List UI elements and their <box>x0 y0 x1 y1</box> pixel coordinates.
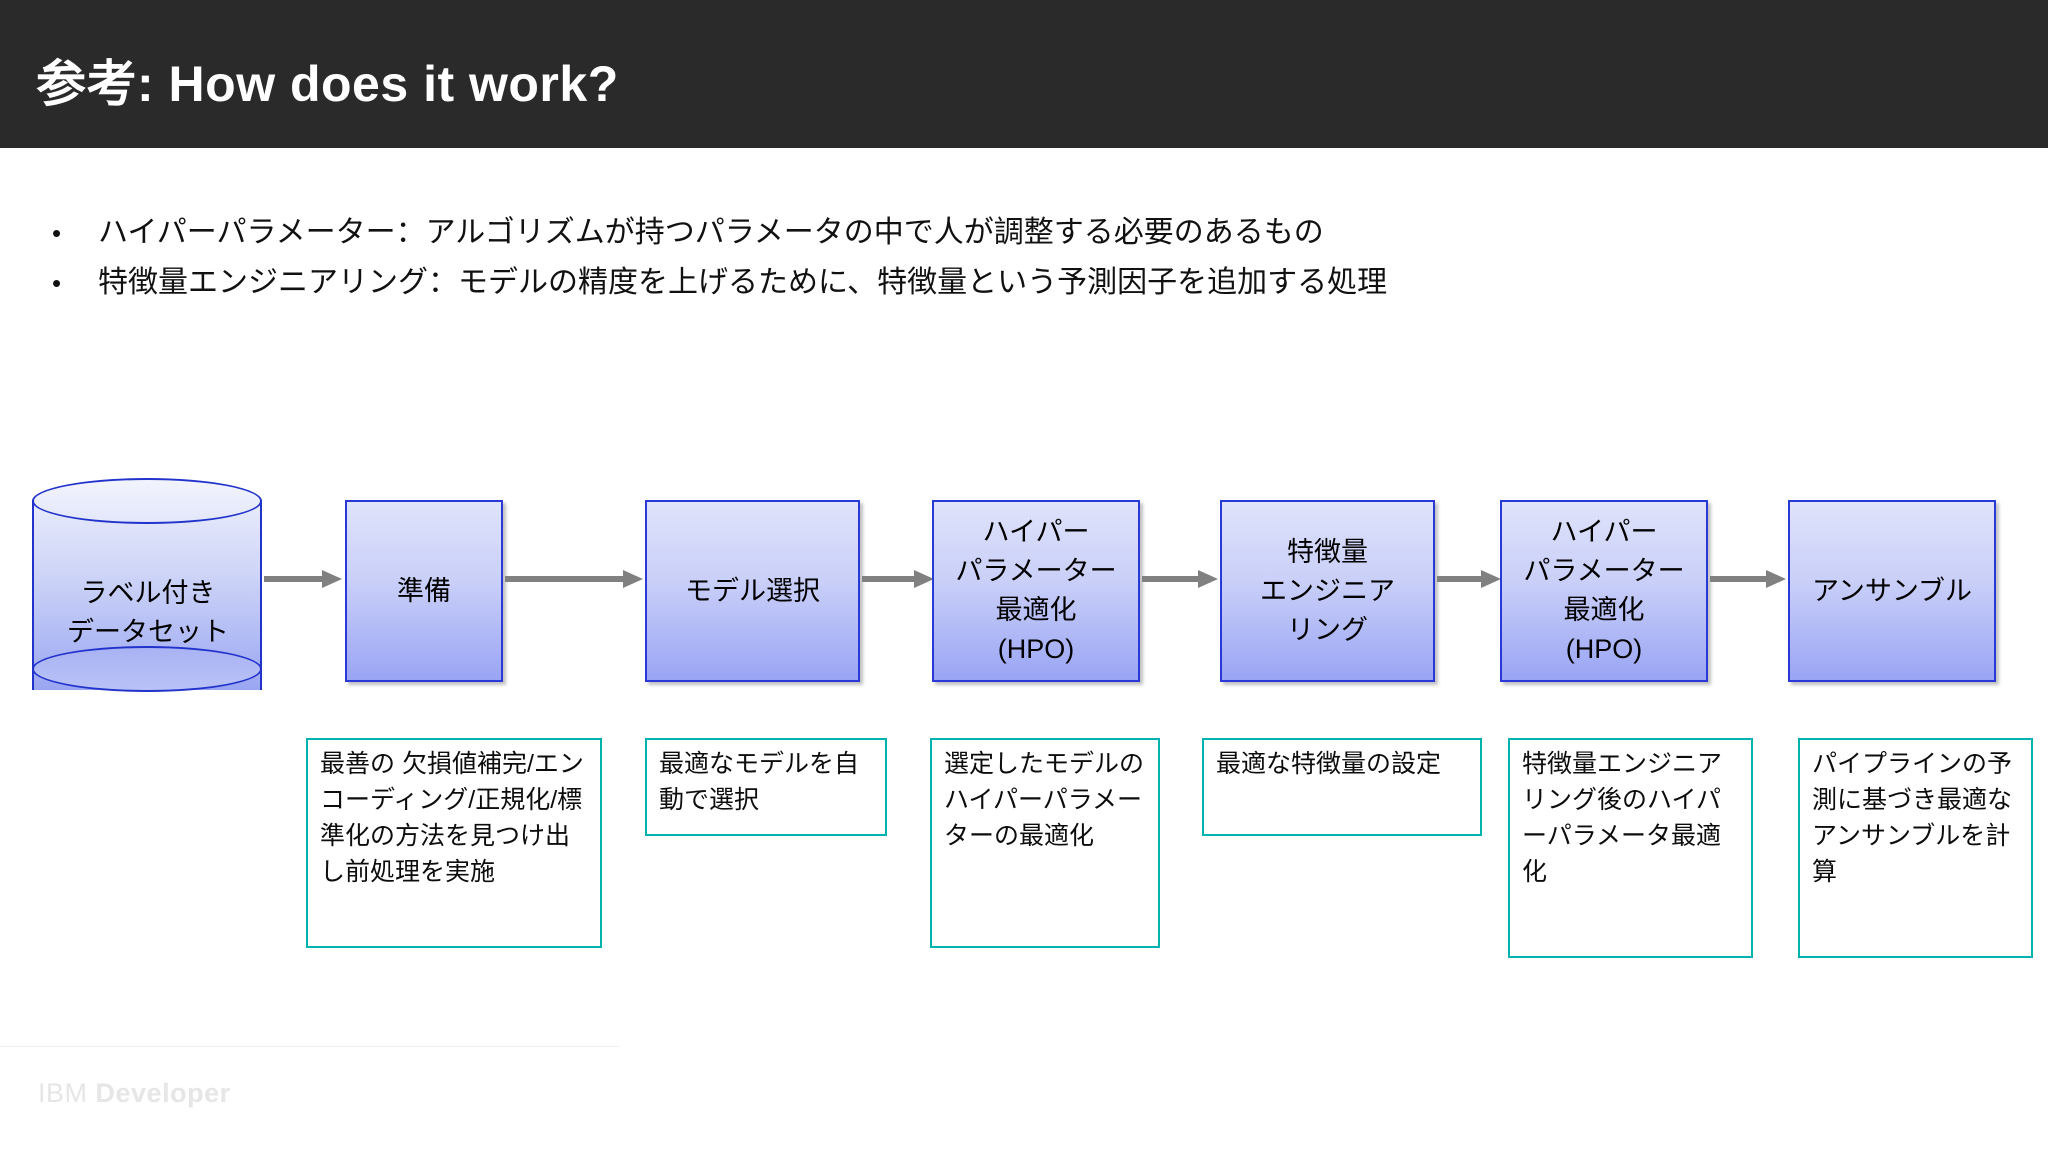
logo-developer-text: Developer <box>95 1078 231 1108</box>
step-box-hpo-2[interactable]: ハイパー パラメーター 最適化 (HPO) <box>1500 500 1708 682</box>
step-label: 特徴量 エンジニア リング <box>1260 536 1395 645</box>
step-label: ハイパー パラメーター 最適化 (HPO) <box>955 517 1117 664</box>
annotation-text: 選定したモデルのハイパーパラメーターの最適化 <box>944 750 1145 850</box>
footer-divider <box>0 1046 620 1047</box>
bullet-marker-icon: • <box>52 218 62 248</box>
annotation-box-feature-engineering: 最適な特徴量の設定 <box>1202 738 1482 836</box>
bullet-marker-icon: • <box>52 268 62 298</box>
flow-arrow <box>1437 570 1501 588</box>
annotation-text: 最適な特徴量の設定 <box>1216 750 1442 778</box>
cylinder-bottom-ellipse <box>32 646 262 692</box>
step-box-hpo-1[interactable]: ハイパー パラメーター 最適化 (HPO) <box>932 500 1140 682</box>
flow-arrow <box>862 570 934 588</box>
ibm-developer-logo: IBM Developer <box>38 1078 231 1109</box>
annotation-text: 最善の 欠損値補完/エンコーディング/正規化/標準化の方法を見つけ出し前処理を実… <box>320 750 584 886</box>
annotation-box-model-selection: 最適なモデルを自動で選択 <box>645 738 887 836</box>
bullet-text: ハイパーパラメーター：アルゴリズムが持つパラメータの中で人が調整する必要のあるも… <box>98 216 1324 249</box>
flow-arrow <box>264 570 342 588</box>
datastore-label: ラベル付き データセット <box>67 578 229 647</box>
annotation-box-hpo-2: 特徴量エンジニアリング後のハイパーパラメータ最適化 <box>1508 738 1753 958</box>
step-label: ハイパー パラメーター 最適化 (HPO) <box>1523 517 1685 664</box>
step-label: モデル選択 <box>685 575 820 606</box>
logo-ibm-text: IBM <box>38 1078 88 1108</box>
header-bar <box>0 0 2048 148</box>
bullet-item: • 特徴量エンジニアリング：モデルの精度を上げるために、特徴量という予測因子を追… <box>52 258 1952 308</box>
step-box-ensemble[interactable]: アンサンブル <box>1788 500 1996 682</box>
annotation-text: 最適なモデルを自動で選択 <box>659 750 860 814</box>
bullet-item: • ハイパーパラメーター：アルゴリズムが持つパラメータの中で人が調整する必要のあ… <box>52 208 1952 258</box>
page-title: 参考: How does it work? <box>36 56 619 112</box>
labeled-dataset-cylinder: ラベル付き データセット <box>32 478 264 712</box>
cylinder-top-ellipse <box>32 478 262 524</box>
annotation-text: パイプラインの予測に基づき最適なアンサンブルを計算 <box>1812 750 2013 886</box>
step-box-model-selection[interactable]: モデル選択 <box>645 500 860 682</box>
annotation-box-preparation: 最善の 欠損値補完/エンコーディング/正規化/標準化の方法を見つけ出し前処理を実… <box>306 738 602 948</box>
annotation-box-hpo-1: 選定したモデルのハイパーパラメーターの最適化 <box>930 738 1160 948</box>
flow-arrow <box>1710 570 1786 588</box>
step-box-feature-engineering[interactable]: 特徴量 エンジニア リング <box>1220 500 1435 682</box>
annotation-box-ensemble: パイプラインの予測に基づき最適なアンサンブルを計算 <box>1798 738 2033 958</box>
flow-arrow <box>1142 570 1218 588</box>
bullet-list: • ハイパーパラメーター：アルゴリズムが持つパラメータの中で人が調整する必要のあ… <box>52 208 1952 308</box>
flow-arrow <box>505 570 643 588</box>
step-label: アンサンブル <box>1811 575 1973 606</box>
annotation-text: 特徴量エンジニアリング後のハイパーパラメータ最適化 <box>1522 750 1723 886</box>
bullet-text: 特徴量エンジニアリング：モデルの精度を上げるために、特徴量という予測因子を追加す… <box>98 266 1388 299</box>
step-box-preparation[interactable]: 準備 <box>345 500 503 682</box>
step-label: 準備 <box>397 575 451 606</box>
